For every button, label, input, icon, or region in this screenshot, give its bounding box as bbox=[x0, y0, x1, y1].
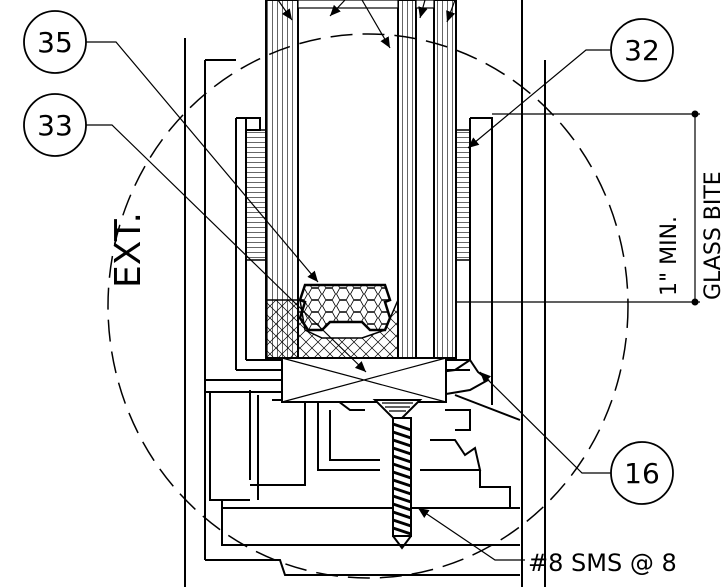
callout-32: 32 bbox=[610, 18, 674, 82]
setting-block bbox=[281, 357, 447, 403]
callout-16-label: 16 bbox=[624, 457, 660, 490]
callout-33: 33 bbox=[23, 93, 87, 157]
min-bite-label: 1" MIN. bbox=[657, 216, 682, 296]
spacer-component bbox=[298, 283, 392, 332]
glazing-gasket-right bbox=[455, 129, 471, 261]
glazing-gasket-left bbox=[245, 129, 267, 261]
fastener-label: #8 SMS @ 8 bbox=[528, 549, 677, 577]
leader-35 bbox=[86, 41, 319, 283]
leader-16 bbox=[479, 371, 612, 474]
base-extrusion bbox=[205, 379, 521, 576]
glass-pane-middle bbox=[397, 0, 417, 359]
mullion-profile bbox=[184, 0, 546, 587]
leader-33 bbox=[85, 124, 367, 373]
glass-bite-label: GLASS BITE bbox=[701, 171, 722, 300]
callout-35-label: 35 bbox=[37, 26, 73, 59]
leader-32 bbox=[467, 49, 612, 149]
callout-32-label: 32 bbox=[624, 34, 660, 67]
glass-pane-inner bbox=[433, 0, 457, 359]
callout-16: 16 bbox=[610, 441, 674, 505]
callout-33-label: 33 bbox=[37, 109, 73, 142]
detail-boundary-circle bbox=[107, 33, 629, 579]
callout-35: 35 bbox=[23, 10, 87, 74]
exterior-label: EXT. bbox=[108, 212, 149, 288]
screw-fastener bbox=[372, 399, 423, 550]
top-leader-arrows bbox=[277, 0, 456, 49]
glass-pane-outer bbox=[265, 0, 299, 359]
glass-bite-dimension bbox=[456, 110, 700, 306]
leader-fastener bbox=[417, 507, 525, 561]
